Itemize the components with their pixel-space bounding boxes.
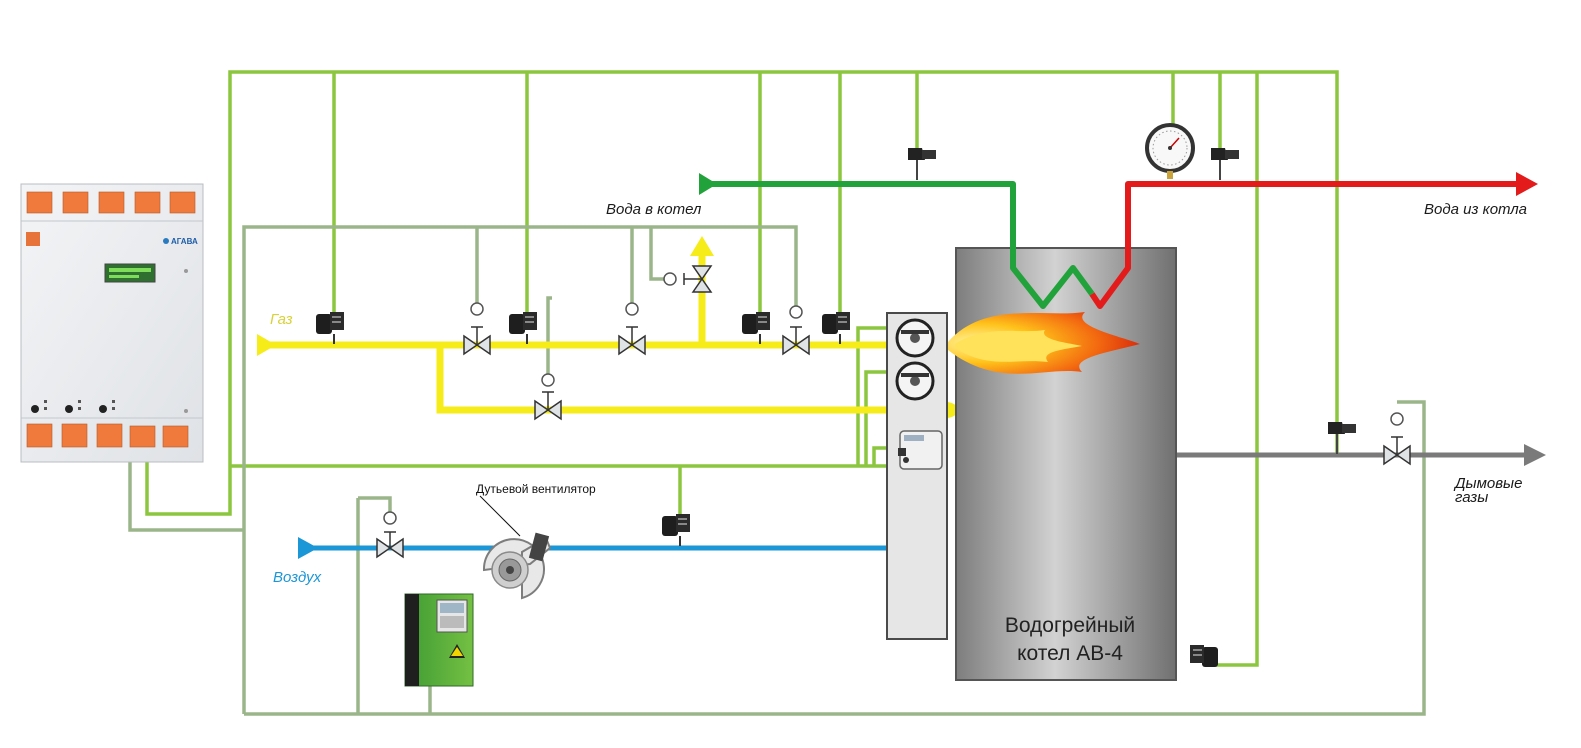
pressure-sensor-icon bbox=[742, 312, 770, 344]
control-cabinet: АГАВА bbox=[20, 183, 204, 463]
solenoid-valve-icon bbox=[534, 373, 562, 421]
flue-label-line1: Дымовые bbox=[1453, 475, 1522, 492]
vent-valve-icon bbox=[663, 265, 713, 293]
water-out-label: Вода из котла bbox=[1424, 201, 1527, 218]
temperature-sensor-icon bbox=[1211, 148, 1239, 180]
cabinet-indicators-top bbox=[26, 191, 196, 214]
gas-label: Газ bbox=[270, 311, 293, 328]
pressure-sensor-icon bbox=[509, 312, 537, 344]
solenoid-valve-icon bbox=[618, 302, 646, 356]
water-in-label: Вода в котел bbox=[606, 201, 702, 218]
air-damper-valve-icon bbox=[376, 511, 404, 559]
signal-lines-muted bbox=[128, 225, 1426, 716]
water-out-pipe bbox=[1089, 172, 1538, 309]
boiler-label-line1: Водогрейный bbox=[1005, 614, 1135, 637]
solenoid-valve-icon bbox=[463, 302, 491, 356]
gas-inlet-arrow bbox=[257, 334, 276, 356]
pressure-sensor-icon bbox=[822, 312, 850, 344]
blower-fan-icon bbox=[482, 532, 552, 600]
svg-text:АГАВА: АГАВА bbox=[171, 237, 198, 246]
burner-actuator-2 bbox=[895, 361, 935, 401]
gas-vent-arrow bbox=[690, 236, 714, 256]
manometer-icon bbox=[1145, 123, 1195, 179]
temperature-sensor-icon bbox=[908, 148, 936, 180]
pressure-sensor-icon bbox=[1190, 645, 1218, 667]
solenoid-valve-icon bbox=[782, 305, 810, 356]
flue-gas-pipe bbox=[1176, 444, 1546, 466]
burner-control-unit bbox=[898, 430, 943, 470]
burner-panel bbox=[886, 312, 948, 640]
cabinet-alarm-indicator bbox=[26, 232, 40, 246]
flue-label-line2: газы bbox=[1455, 489, 1488, 506]
fan-callout-line bbox=[479, 495, 521, 537]
cabinet-logo: АГАВА bbox=[163, 237, 198, 246]
boiler-label-line2: котел АВ-4 bbox=[1017, 642, 1123, 665]
pressure-sensor-icon bbox=[662, 514, 690, 546]
flue-damper-valve-icon bbox=[1383, 412, 1411, 466]
water-in-pipe bbox=[699, 173, 1095, 309]
flame-icon bbox=[948, 312, 1140, 374]
cabinet-switches bbox=[31, 400, 115, 413]
gas-pipes bbox=[262, 252, 950, 414]
burner-actuator-1 bbox=[895, 318, 935, 358]
frequency-drive-icon bbox=[404, 593, 474, 687]
cabinet-indicators-bottom bbox=[26, 423, 189, 448]
fan-label: Дутьевой вентилятор bbox=[476, 482, 596, 496]
cabinet-display bbox=[104, 263, 156, 283]
pressure-sensor-icon bbox=[316, 312, 344, 344]
temperature-sensor-icon bbox=[1328, 422, 1356, 454]
air-label: Воздух bbox=[273, 569, 322, 586]
